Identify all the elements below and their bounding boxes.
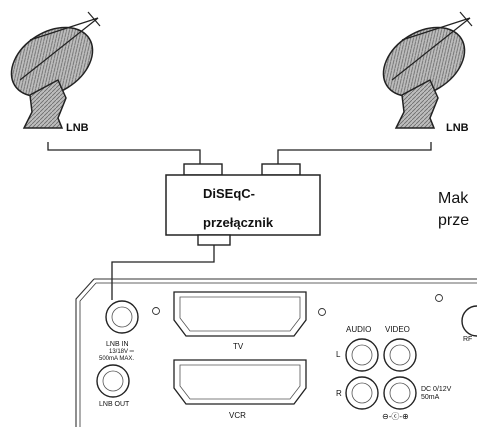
audio-right-connector bbox=[345, 376, 379, 410]
lnb-in-spec1: 13/18V ═ bbox=[109, 349, 135, 355]
lnb-right-label: LNB bbox=[446, 122, 469, 134]
dc-label-line2: 50mA bbox=[421, 394, 440, 401]
vcr-scart-connector bbox=[173, 359, 307, 405]
audio-label: AUDIO bbox=[346, 325, 371, 334]
satellite-dish-right-icon bbox=[382, 11, 473, 129]
side-text-line1: Mak bbox=[438, 190, 469, 207]
screw-hole-icon bbox=[152, 307, 160, 315]
right-channel-label: R bbox=[336, 389, 342, 398]
lnb-out-label: LNB OUT bbox=[99, 401, 130, 408]
video-label: VIDEO bbox=[385, 325, 410, 334]
dc-output-connector bbox=[383, 376, 417, 410]
switch-label-line2: przełącznik bbox=[203, 215, 274, 230]
lnb-cables bbox=[47, 142, 432, 300]
audio-left-connector bbox=[345, 338, 379, 372]
satellite-dish-left-icon bbox=[10, 11, 101, 129]
side-text-line2: prze bbox=[438, 212, 470, 229]
video-connector bbox=[383, 338, 417, 372]
diseqc-switch bbox=[165, 163, 321, 246]
lnb-out-connector bbox=[96, 364, 130, 398]
polarity-icon: ⊖-ⓒ-⊕ bbox=[382, 412, 409, 421]
lnb-in-connector bbox=[105, 300, 139, 334]
lnb-in-label: LNB IN bbox=[106, 341, 129, 348]
receiver-back-panel bbox=[75, 278, 477, 427]
left-channel-label: L bbox=[336, 350, 341, 359]
vcr-label: VCR bbox=[229, 411, 246, 420]
tv-label: TV bbox=[233, 342, 244, 351]
tv-scart-connector bbox=[173, 291, 307, 337]
switch-label-line1: DiSEqC- bbox=[203, 186, 255, 201]
lnb-left-label: LNB bbox=[66, 122, 89, 134]
dc-label-line1: DC 0/12V bbox=[421, 386, 452, 393]
rf-label: RF bbox=[463, 336, 472, 343]
lnb-in-spec2: 500mA MAX. bbox=[99, 356, 134, 362]
rf-connector bbox=[461, 305, 477, 337]
